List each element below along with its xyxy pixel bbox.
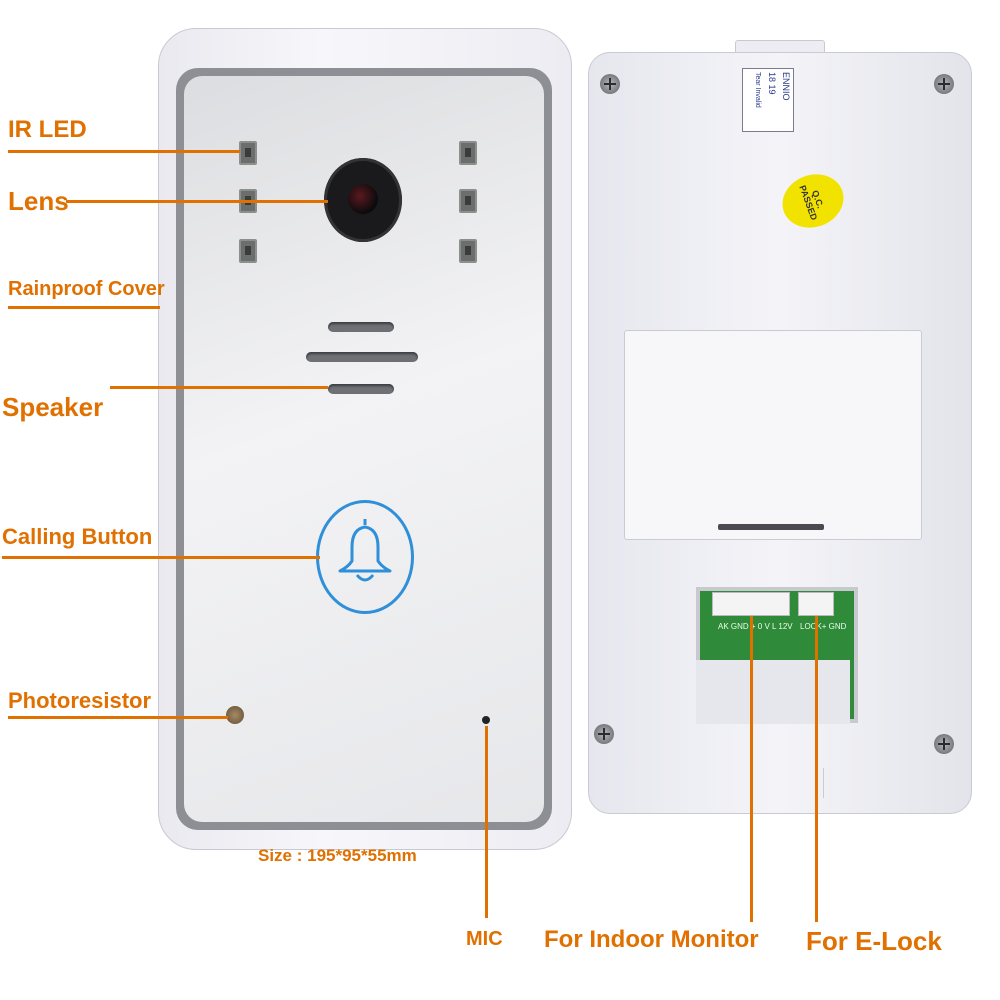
ir-led-right-1 <box>459 141 477 165</box>
terminal-label-lock: LOCK+ GND <box>800 622 847 631</box>
photoresistor-leader <box>8 716 228 719</box>
rainproof-cover-leader <box>8 306 160 309</box>
screw-top-left <box>600 74 620 94</box>
photoresistor-label: Photoresistor <box>8 688 152 713</box>
speaker-slot-1 <box>328 322 394 332</box>
calling-button[interactable] <box>316 500 414 614</box>
speaker-slot-2 <box>306 352 418 362</box>
e-lock-leader <box>815 616 818 922</box>
warranty-sticker: ENNIO 18 19 Tear Invalid <box>742 68 794 132</box>
ir-led-left-3 <box>239 239 257 263</box>
ir-led-right-2 <box>459 189 477 213</box>
terminal-cavity <box>696 660 850 724</box>
calling-button-leader <box>2 556 320 559</box>
bell-icon <box>338 519 392 582</box>
battery-cover[interactable] <box>624 330 922 540</box>
speaker-label: Speaker <box>2 392 104 422</box>
for-indoor-monitor-label: For Indoor Monitor <box>544 926 759 953</box>
mic-leader <box>485 726 488 918</box>
warranty-brand: ENNIO <box>781 72 791 101</box>
lens-leader <box>66 200 328 203</box>
ir-led-leader <box>8 150 240 153</box>
photoresistor <box>226 706 244 724</box>
ir-led-left-1 <box>239 141 257 165</box>
size-label: Size : 195*95*55mm <box>258 846 417 865</box>
speaker-slot-3 <box>328 384 394 394</box>
ir-led-right-3 <box>459 239 477 263</box>
ir-led-label: IR LED <box>8 116 87 143</box>
indoor-monitor-connector <box>712 592 790 616</box>
screw-bottom-right <box>934 734 954 754</box>
warranty-note: Tear Invalid <box>754 72 761 108</box>
for-e-lock-label: For E-Lock <box>806 926 942 956</box>
mic-hole <box>482 716 490 724</box>
indoor-monitor-leader <box>750 616 753 922</box>
speaker-leader <box>110 386 328 389</box>
calling-button-label: Calling Button <box>2 524 153 549</box>
rainproof-cover-label: Rainproof Cover <box>8 278 165 300</box>
screw-bottom-left <box>594 724 614 744</box>
terminal-label-main: AK GND + 0 V L 12V <box>718 622 793 631</box>
e-lock-connector <box>798 592 834 616</box>
cover-notch <box>718 524 824 530</box>
back-bottom-ridge <box>752 768 824 798</box>
screw-top-right <box>934 74 954 94</box>
mic-label: MIC <box>466 928 503 950</box>
qc-passed-text: Q.C. PASSED <box>797 183 826 222</box>
lens-label: Lens <box>8 186 69 216</box>
warranty-numbers: 18 19 <box>767 72 777 95</box>
camera-lens <box>324 158 402 242</box>
